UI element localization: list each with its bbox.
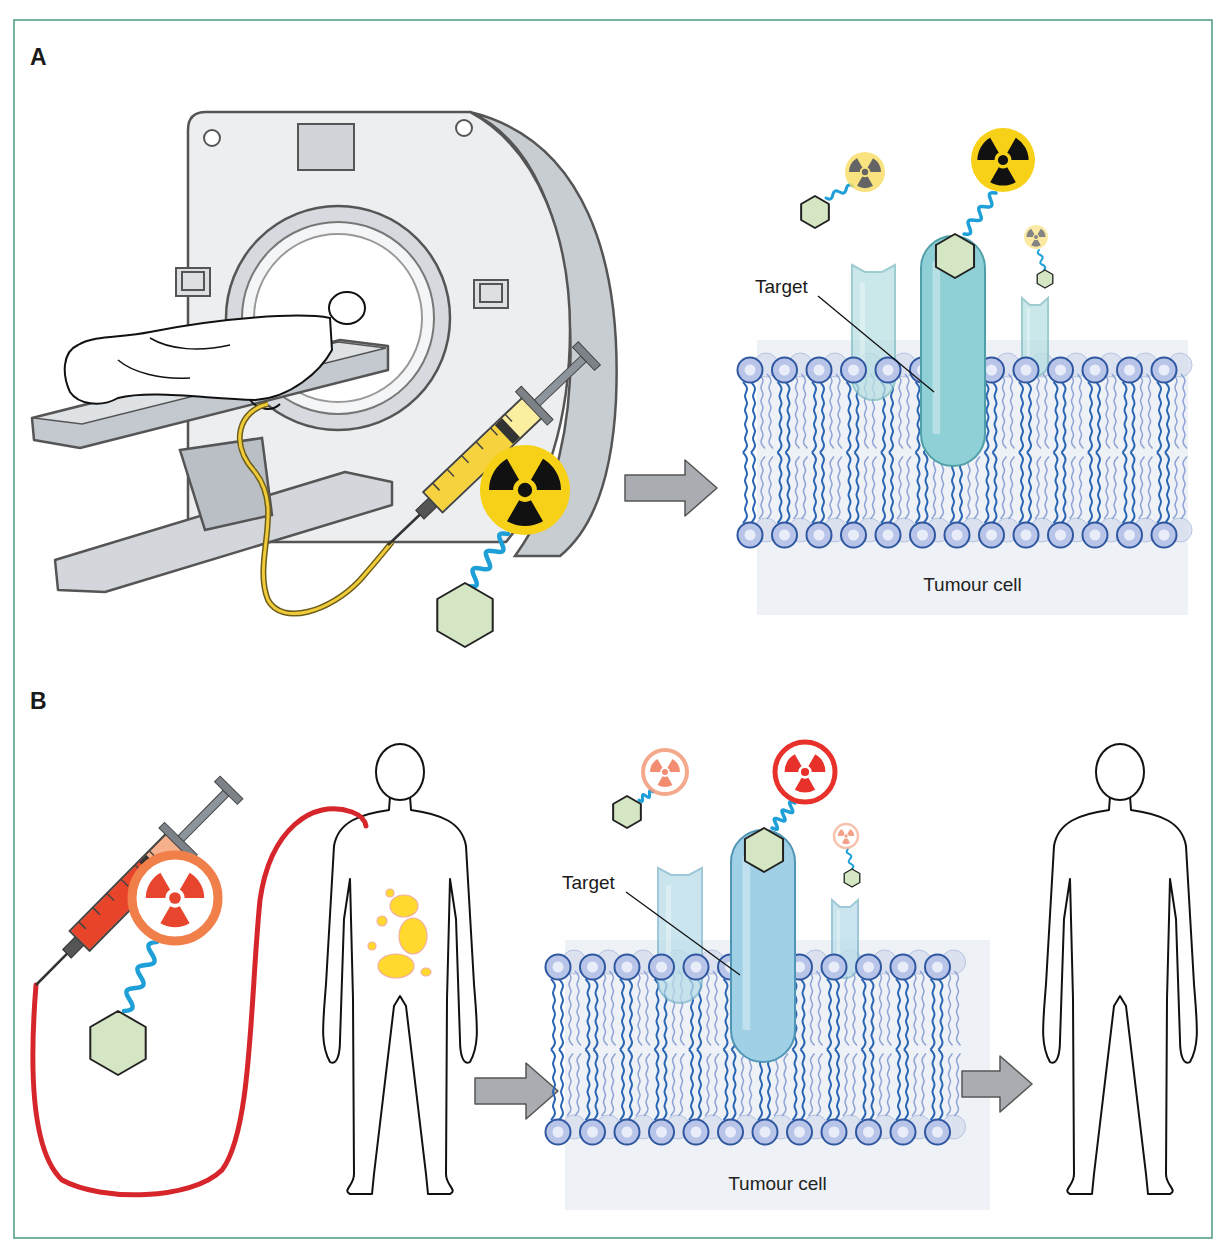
ligand-hexagon xyxy=(844,869,860,887)
leader-line xyxy=(626,892,740,975)
cell-membrane xyxy=(738,236,1193,615)
radiation-symbol xyxy=(775,742,835,802)
panel-letter: B xyxy=(30,688,47,716)
ligand-hexagon xyxy=(90,1011,145,1075)
iv-line xyxy=(33,809,366,1195)
linker-chain xyxy=(468,533,508,586)
radiation-symbol xyxy=(845,152,885,192)
target-label: Target xyxy=(562,872,615,895)
process-arrow xyxy=(962,1056,1032,1112)
tumour-lesions xyxy=(368,889,431,978)
linker-chain xyxy=(772,802,795,830)
ligand-hexagon xyxy=(745,828,783,872)
cell-label: Tumour cell xyxy=(919,573,1026,598)
cell-panel: Tumour cell xyxy=(757,340,1188,615)
human-figure xyxy=(1043,744,1197,1194)
cell-panel: Tumour cell xyxy=(565,940,990,1210)
radiation-symbol xyxy=(971,128,1035,192)
target-label: Target xyxy=(755,276,808,299)
linker-chain xyxy=(1038,250,1045,270)
cell-membrane xyxy=(546,830,991,1210)
ligand-hexagon xyxy=(801,196,829,228)
radiation-symbol xyxy=(643,750,687,794)
process-arrow xyxy=(475,1063,558,1119)
ligand-hexagon xyxy=(936,234,974,278)
radiation-symbol xyxy=(132,855,218,941)
panel-a-illustration xyxy=(32,112,1192,647)
radiation-symbol xyxy=(834,824,858,848)
ligand-hexagon xyxy=(1037,270,1053,288)
linker-chain xyxy=(964,193,996,235)
linker-chain xyxy=(124,942,157,1011)
ligand-hexagon xyxy=(437,583,492,647)
linker-chain xyxy=(826,185,853,199)
panel-letter: A xyxy=(30,44,47,72)
panel-b-illustration xyxy=(20,742,1197,1210)
syringe xyxy=(372,337,605,562)
syringe xyxy=(20,771,248,1001)
leader-line xyxy=(818,296,934,392)
cell-label: Tumour cell xyxy=(724,1172,831,1197)
process-arrow xyxy=(625,460,717,516)
figure-border xyxy=(14,20,1212,1238)
linker-chain xyxy=(639,791,653,802)
iv-line xyxy=(240,404,392,614)
radiation-symbol xyxy=(1024,225,1048,249)
ligand-hexagon xyxy=(613,796,641,828)
patient xyxy=(65,292,365,409)
radiation-symbol xyxy=(480,445,570,535)
target-receptor xyxy=(658,868,702,1003)
linker-chain xyxy=(847,849,854,869)
